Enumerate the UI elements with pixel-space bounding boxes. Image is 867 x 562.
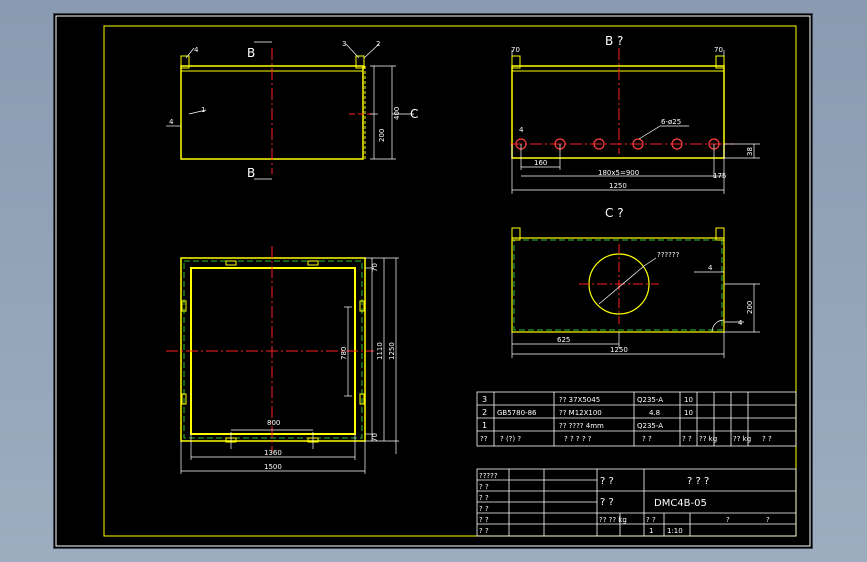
front-dim-200: 200 [378, 129, 386, 142]
parts-header-no: ?? [480, 435, 488, 443]
plan-dim-1110: 1110 [376, 342, 384, 360]
b-holes-callout: 6-ø25 [661, 118, 681, 126]
plan-dim-1500: 1500 [264, 463, 282, 471]
part-callout-1: 1 [201, 106, 205, 114]
b-dim-175: 175 [713, 172, 726, 180]
scale-value: 1:10 [667, 527, 683, 535]
b-dim-900: 180x5=900 [598, 169, 639, 177]
section-marker-b-bottom: B [247, 166, 255, 180]
plan-dim-1250: 1250 [388, 342, 396, 360]
parts-header-total-weight: ?? kg [733, 435, 751, 443]
part-row-material: Q235-A [637, 396, 663, 404]
parts-header-name: ? ? ? ? ? [564, 435, 592, 443]
cad-viewport[interactable]: B B C 1 2 3 4 4 400 200 [54, 14, 812, 548]
title-block-label: ? ? [479, 527, 489, 535]
b-dim-4: 4 [519, 126, 524, 134]
sheet-value: ? [766, 516, 770, 524]
part-row-name: ?? M12X100 [559, 409, 602, 417]
title-block [476, 468, 797, 537]
plan-dim-780: 780 [340, 347, 348, 360]
part-row-material: Q235-A [637, 422, 663, 430]
title-block-label: ????? [479, 472, 498, 480]
parts-list-rows: 3 ?? 37X5045 Q235-A 10 2 GB5780-86 ?? M1… [480, 395, 772, 443]
part-row-standard: GB5780-86 [497, 409, 537, 417]
section-marker-b-top: B [247, 46, 255, 60]
title-block-field-a: ? ? [600, 476, 614, 487]
parts-header-qty: ? ? [682, 435, 692, 443]
c-dim-200: 200 [746, 301, 754, 314]
section-b-view [510, 48, 760, 194]
section-marker-c: C [410, 107, 418, 121]
plan-dim-800: 800 [267, 419, 280, 427]
title-block-label: ? ? [479, 494, 489, 502]
parts-header-unit-weight: ?? kg [699, 435, 717, 443]
section-c-title: C ? [605, 206, 624, 220]
b-dim-70-left: 70 [511, 46, 520, 54]
title-block-text: ????? ? ? ? ? ? ? ? ? ? ? ? ? ? ? ? ? ? … [479, 472, 770, 535]
b-dim-1250: 1250 [609, 182, 627, 190]
section-c-view [511, 227, 760, 358]
quantity-value: 1 [649, 527, 653, 535]
part-row-qty: 10 [684, 409, 693, 417]
b-dim-160: 160 [534, 159, 547, 167]
title-block-label: ? ? [479, 483, 489, 491]
parts-list-table [476, 391, 797, 447]
sheet-inner-border [103, 25, 797, 537]
drawing-canvas: B B C 1 2 3 4 4 400 200 [55, 15, 811, 547]
front-view [166, 41, 414, 180]
section-b-title: B ? [605, 34, 623, 48]
parts-header-remark: ? ? [762, 435, 772, 443]
b-dim-70-right: 70 [714, 46, 723, 54]
part-row-name: ?? ???? 4mm [559, 422, 604, 430]
part-row-qty: 10 [684, 396, 693, 404]
part-callout-2: 2 [376, 40, 380, 48]
part-row-no: 3 [482, 395, 487, 404]
weight-label: ?? ?? kg [599, 516, 627, 524]
drawing-title: ? ? ? [687, 476, 709, 487]
c-dim-1250: 1250 [610, 346, 628, 354]
plan-view [166, 246, 399, 474]
plan-dim-70-bottom: 70 [371, 433, 379, 442]
c-dim-625: 625 [557, 336, 570, 344]
title-block-label: ? ? [479, 505, 489, 513]
part-row-material: 4.8 [649, 409, 660, 417]
sheet-label: ? [726, 516, 730, 524]
hole [593, 138, 605, 150]
c-dim-4b: 4 [738, 319, 743, 327]
part-callout-3: 3 [342, 40, 346, 48]
plan-dim-1360: 1360 [264, 449, 282, 457]
scale-label: ? ? [646, 516, 656, 524]
title-block-label: ? ? [479, 516, 489, 524]
b-dim-38: 38 [746, 147, 754, 156]
part-row-no: 2 [482, 408, 487, 417]
title-block-field-b: ? ? [600, 497, 614, 508]
sheet-outer-border [55, 15, 811, 547]
part-row-name: ?? 37X5045 [559, 396, 600, 404]
weld-size-4-right: 4 [194, 46, 199, 54]
part-row-no: 1 [482, 421, 487, 430]
parts-header-material: ? ? [642, 435, 652, 443]
parts-header-standard: ? (?) ? [500, 435, 521, 443]
front-dim-400: 400 [393, 107, 401, 120]
hole [632, 138, 644, 150]
c-opening-callout: ?????? [657, 251, 680, 259]
weld-size-4: 4 [169, 118, 174, 126]
hole [671, 138, 683, 150]
plan-dim-70-top: 70 [371, 263, 379, 272]
c-dim-4: 4 [708, 264, 713, 272]
drawing-number: DMC4B-05 [654, 498, 707, 509]
